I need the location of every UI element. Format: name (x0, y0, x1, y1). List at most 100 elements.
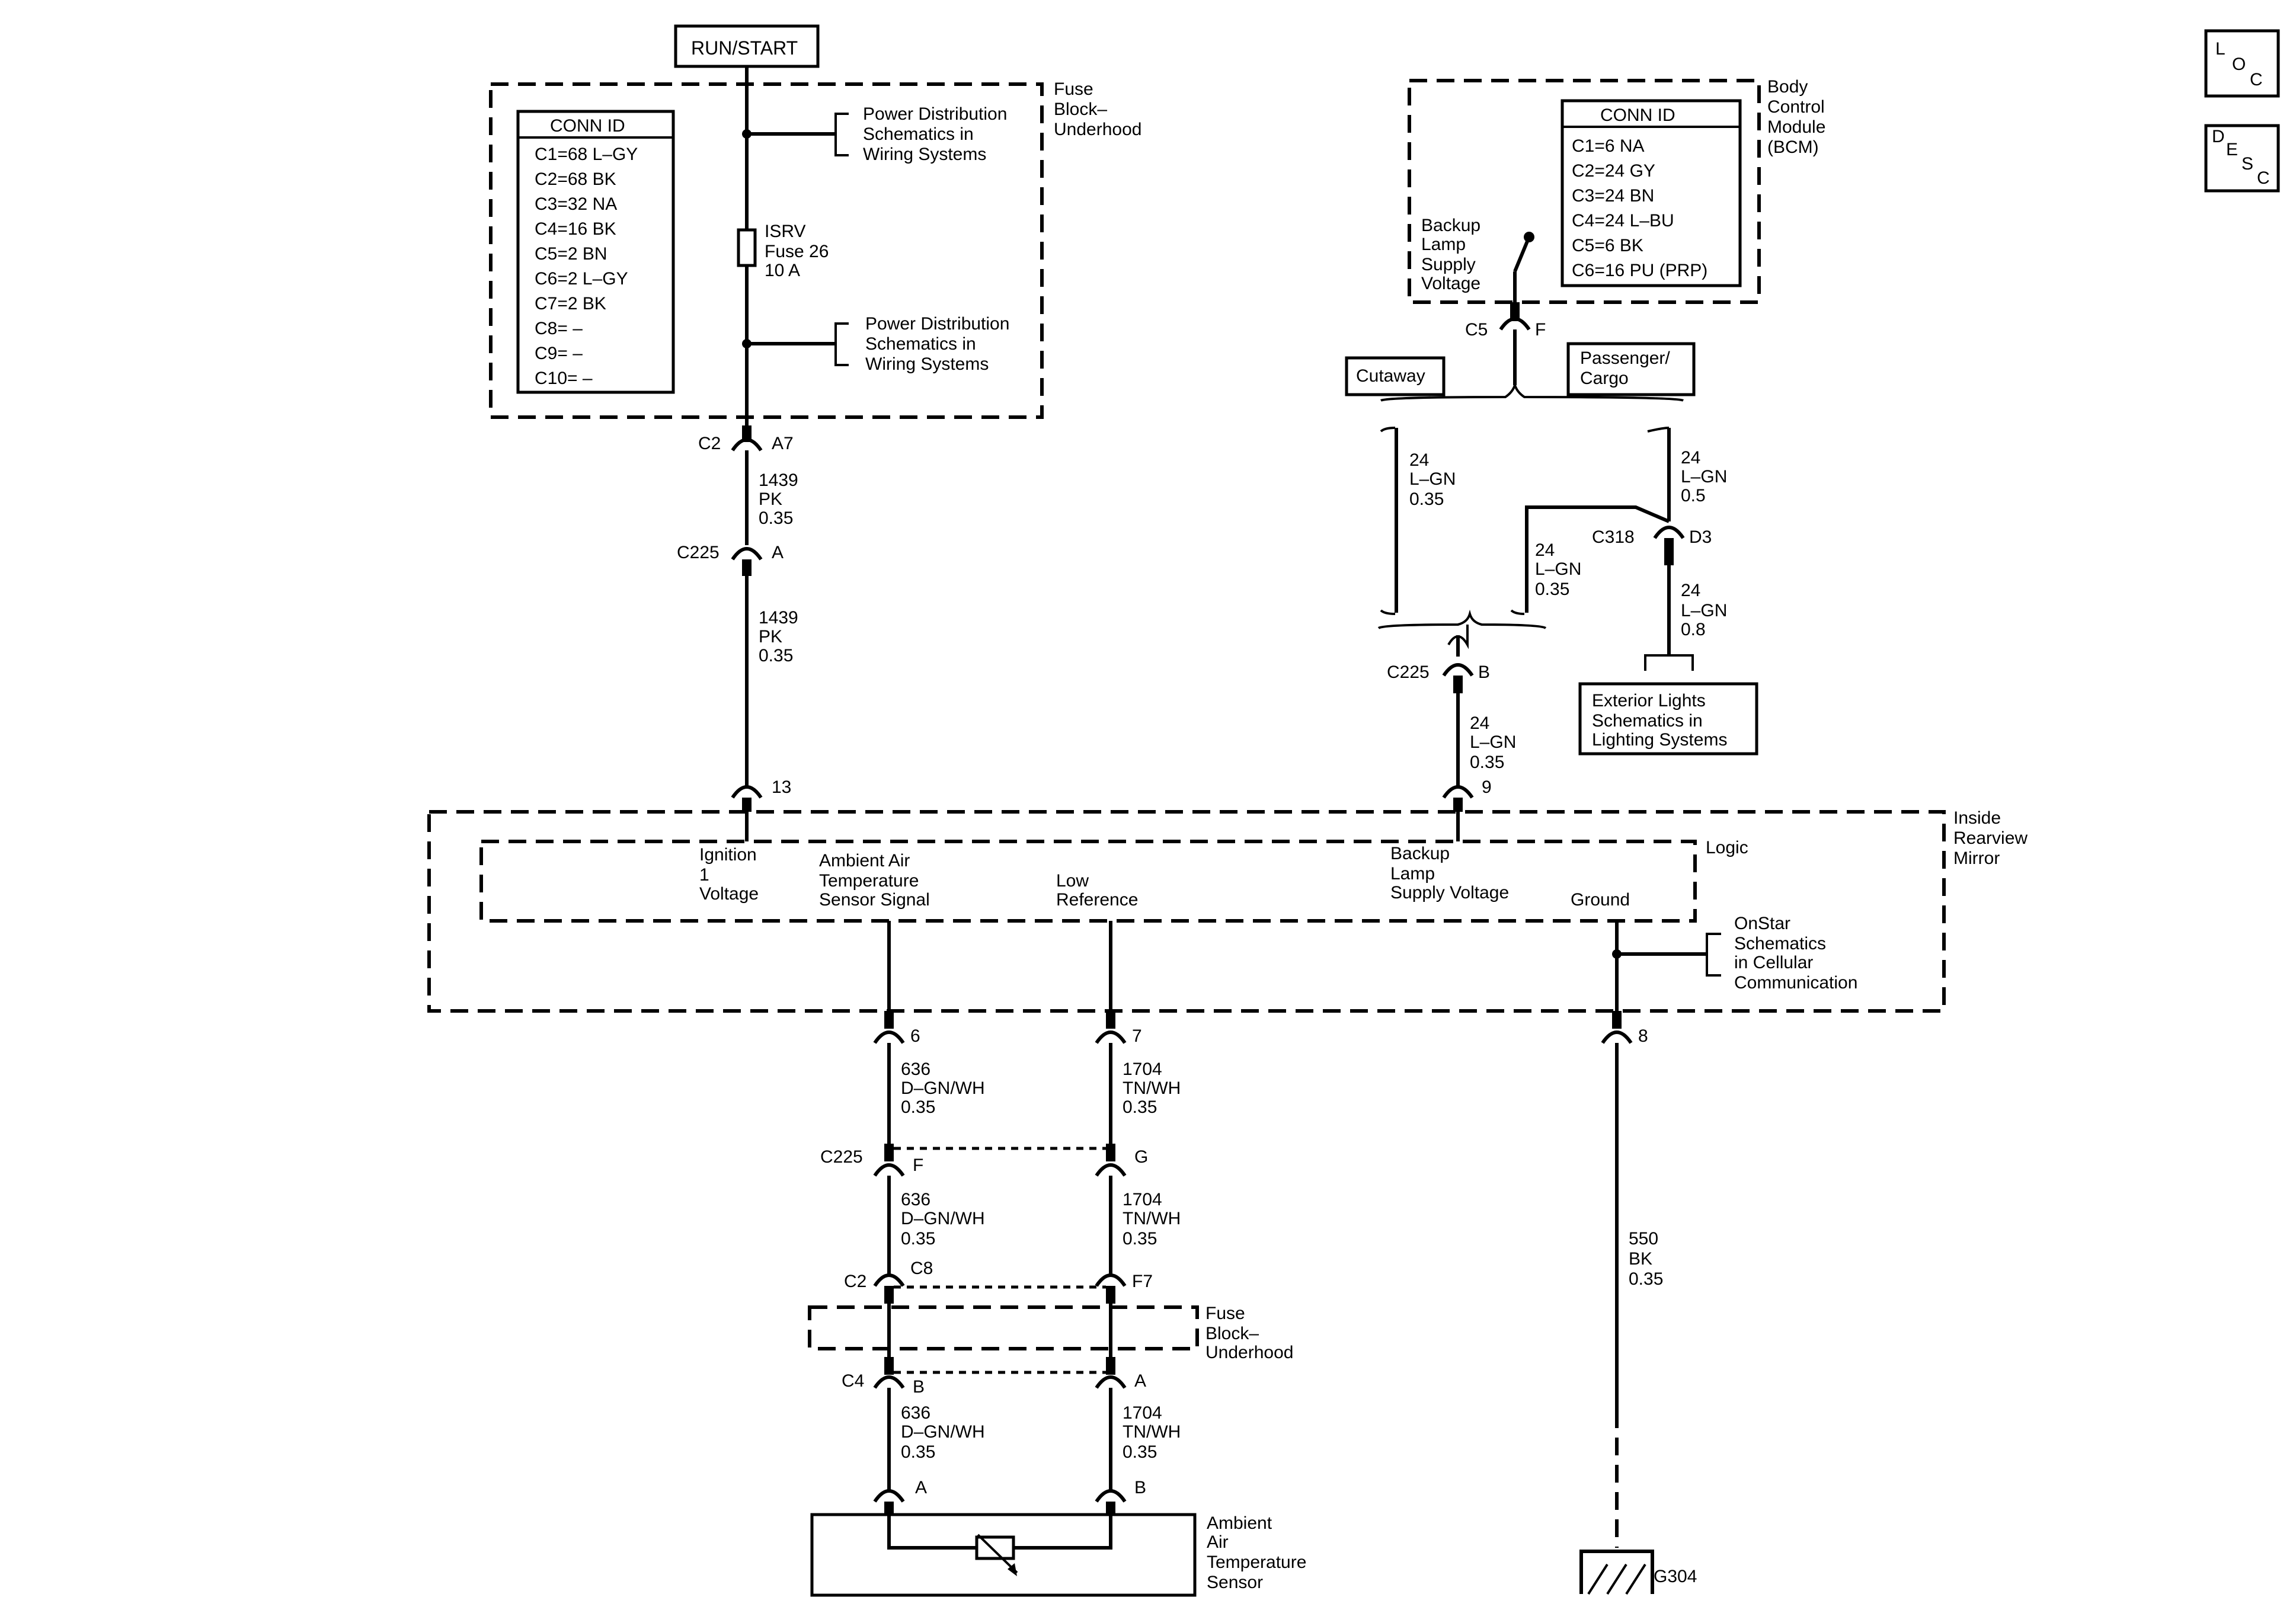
svg-text:D–GN/WH: D–GN/WH (901, 1422, 985, 1442)
wire-636-upper: 636 D–GN/WH 0.35 (901, 1060, 985, 1117)
ground-g304-icon: G304 (1579, 1550, 1697, 1595)
svg-text:L–GN: L–GN (1681, 601, 1727, 620)
mirror-pin-6: 6 (873, 1011, 920, 1046)
svg-text:1704: 1704 (1123, 1060, 1162, 1079)
svg-text:C9= –: C9= – (535, 344, 583, 363)
wire-1704-lower: 1704 TN/WH 0.35 (1123, 1403, 1181, 1462)
svg-text:0.5: 0.5 (1681, 486, 1706, 505)
isrv-fuse: ISRV Fuse 26 10 A (737, 222, 829, 280)
svg-text:636: 636 (901, 1403, 930, 1423)
svg-text:C7=2 BK: C7=2 BK (535, 294, 606, 313)
ground-label: Ground (1571, 890, 1630, 910)
svg-text:PK: PK (759, 627, 782, 646)
svg-text:Rearview: Rearview (1953, 828, 2028, 848)
mirror-logic-block: Logic (479, 838, 1748, 923)
loc-icon[interactable]: L O C (2204, 29, 2280, 98)
svg-text:Backup: Backup (1421, 216, 1480, 235)
svg-text:C225: C225 (1387, 662, 1430, 682)
svg-text:C10= –: C10= – (535, 369, 593, 388)
svg-text:Power Distribution: Power Distribution (863, 104, 1007, 124)
svg-text:B: B (913, 1377, 925, 1397)
svg-text:550: 550 (1629, 1229, 1658, 1249)
svg-text:C1=68 L–GY: C1=68 L–GY (535, 145, 638, 164)
svg-text:TN/WH: TN/WH (1123, 1078, 1181, 1098)
svg-text:24: 24 (1470, 713, 1489, 733)
ignition-feed-wire (742, 66, 849, 427)
low-reference-label: Low Reference (1056, 871, 1138, 910)
svg-text:B: B (1478, 662, 1490, 682)
svg-text:C6=2 L–GY: C6=2 L–GY (535, 269, 628, 289)
svg-text:C3=24 BN: C3=24 BN (1572, 186, 1654, 206)
svg-text:A: A (915, 1478, 927, 1497)
conn-id-table-bcm: CONN ID C1=6 NA C2=24 GY C3=24 BN C4=24 … (1560, 99, 1742, 287)
svg-text:Lamp: Lamp (1421, 235, 1466, 254)
svg-text:C8: C8 (910, 1259, 933, 1278)
svg-text:0.35: 0.35 (759, 646, 793, 665)
svg-text:0.35: 0.35 (1409, 489, 1444, 509)
svg-text:10 A: 10 A (765, 261, 800, 280)
svg-text:Ignition: Ignition (699, 845, 757, 865)
exterior-lights-ref[interactable]: Exterior Lights Schematics in Lighting S… (1578, 682, 1758, 756)
ignition-voltage-label: Ignition 1 Voltage (699, 845, 759, 904)
svg-text:9: 9 (1482, 777, 1492, 797)
svg-text:L–GN: L–GN (1409, 469, 1456, 489)
svg-text:Supply: Supply (1421, 255, 1476, 274)
svg-text:L: L (2215, 39, 2225, 59)
ambient-air-temperature-sensor: Ambient Air Temperature Sensor (810, 1513, 1306, 1597)
svg-text:6: 6 (910, 1026, 920, 1046)
svg-text:1704: 1704 (1123, 1190, 1162, 1209)
power-distribution-ref-1[interactable]: Power Distribution Schematics in Wiring … (863, 104, 1007, 164)
svg-text:C225: C225 (677, 543, 720, 562)
svg-text:C2: C2 (844, 1272, 866, 1291)
svg-text:636: 636 (901, 1060, 930, 1079)
svg-text:Supply Voltage: Supply Voltage (1390, 883, 1509, 902)
svg-text:Voltage: Voltage (1421, 274, 1480, 293)
svg-text:Underhood: Underhood (1205, 1343, 1293, 1362)
svg-text:Sensor: Sensor (1207, 1573, 1263, 1592)
svg-text:O: O (2232, 55, 2246, 74)
desc-icon[interactable]: D E S C (2204, 124, 2280, 193)
svg-text:C: C (2257, 168, 2270, 188)
svg-text:TN/WH: TN/WH (1123, 1422, 1181, 1442)
svg-text:Cargo: Cargo (1580, 369, 1629, 388)
svg-text:F: F (913, 1156, 923, 1175)
svg-text:C5: C5 (1465, 320, 1488, 340)
svg-text:B: B (1134, 1478, 1146, 1497)
svg-text:0.35: 0.35 (759, 508, 793, 528)
svg-text:1704: 1704 (1123, 1403, 1162, 1423)
svg-text:Voltage: Voltage (699, 884, 759, 904)
svg-text:C4=16 BK: C4=16 BK (535, 219, 616, 239)
svg-text:C3=32 NA: C3=32 NA (535, 194, 617, 214)
svg-text:Air: Air (1207, 1532, 1229, 1552)
ground-wire-550: 550 BK 0.35 (1615, 1043, 1663, 1548)
svg-text:D–GN/WH: D–GN/WH (901, 1209, 985, 1228)
svg-text:0.35: 0.35 (1123, 1097, 1157, 1117)
wire-1704-middle: 1704 TN/WH 0.35 (1123, 1190, 1181, 1249)
svg-text:Fuse: Fuse (1205, 1304, 1245, 1323)
fuse-block-underhood: Fuse Block– Underhood (489, 79, 1141, 419)
svg-text:L–GN: L–GN (1535, 559, 1581, 579)
svg-text:A: A (1134, 1371, 1146, 1391)
svg-text:RUN/START: RUN/START (691, 37, 798, 59)
svg-text:C6=16 PU (PRP): C6=16 PU (PRP) (1572, 261, 1707, 280)
svg-text:(BCM): (BCM) (1767, 137, 1819, 157)
svg-text:E: E (2226, 140, 2238, 159)
svg-text:Exterior Lights: Exterior Lights (1592, 691, 1706, 710)
svg-text:D3: D3 (1689, 527, 1712, 547)
svg-text:24: 24 (1681, 581, 1700, 600)
svg-text:Communication: Communication (1734, 973, 1857, 993)
svg-text:Ambient: Ambient (1207, 1513, 1272, 1533)
connector-c225-a: C225 A (677, 543, 784, 576)
connector-c2-a7: C2 A7 (698, 425, 794, 453)
mirror-pin-9: 9 (1442, 777, 1492, 812)
svg-text:24: 24 (1409, 450, 1429, 470)
wire-24-lgn-035-pc: 24 L–GN 0.35 (1535, 540, 1581, 599)
svg-text:0.35: 0.35 (1123, 1229, 1157, 1249)
svg-text:C8= –: C8= – (535, 319, 583, 338)
backup-lamp-label: Backup Lamp Supply Voltage (1390, 844, 1509, 902)
power-distribution-ref-2[interactable]: Power Distribution Schematics in Wiring … (865, 314, 1009, 374)
svg-text:0.35: 0.35 (901, 1442, 935, 1462)
svg-text:Schematics in: Schematics in (865, 334, 976, 354)
onstar-ref[interactable]: OnStar Schematics in Cellular Communicat… (1612, 914, 1857, 1011)
wire-24-lgn-mirror: 24 L–GN 0.35 (1470, 713, 1516, 772)
